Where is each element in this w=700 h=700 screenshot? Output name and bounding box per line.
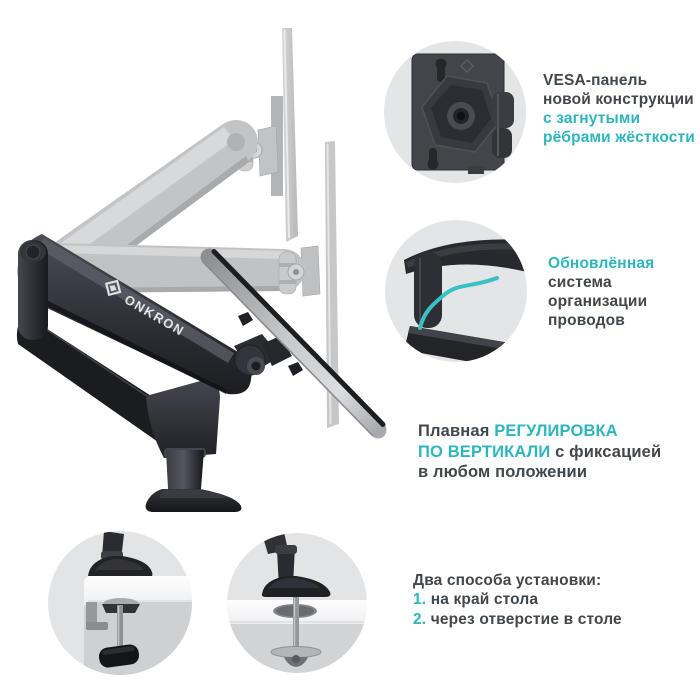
feature-cable-line3: организации: [548, 293, 648, 310]
desk-edge: [84, 576, 192, 606]
clamp-bracket: [86, 602, 97, 628]
inset-vesa: [384, 41, 526, 183]
inset-clamp-mount: [48, 531, 192, 675]
arm-elbow-link: [18, 240, 48, 340]
teal-cable: [418, 276, 499, 330]
monitor-current: [200, 248, 387, 439]
feature-mount-text: Два способа установки: 1. на край стола …: [413, 571, 622, 629]
feature-cable-line4: проводов: [548, 312, 625, 329]
feature-cable-line1: Обновлённая: [548, 255, 655, 272]
vesa-hinge-knuckle: [492, 92, 514, 128]
vesa-plate-logo-emboss: [459, 58, 475, 74]
feature-cable-text: Обновлённая система организации проводов: [548, 254, 654, 330]
feature-mount-title: Два способа установки:: [413, 572, 602, 589]
clamp-screw-rod: [117, 605, 123, 653]
feature-vesa-line1: VESA-панель: [543, 72, 648, 89]
feature-vesa-line4: рёбрами жёсткости: [543, 129, 695, 146]
arm-current-position: ONKRON: [16, 234, 387, 512]
feature-cable-line2: система: [548, 274, 612, 291]
feature-vesa-line3: с загнутыми: [543, 110, 641, 127]
cable-inset-elbow: [414, 252, 442, 328]
feature-mount-item2: 2. через отверстие в столе: [413, 610, 622, 628]
feature-height-line1: Плавная РЕГУЛИРОВКА: [418, 422, 618, 440]
inset-cable-management: [385, 220, 527, 362]
feature-mount-item1: 1. на край стола: [413, 591, 539, 609]
feature-height-line2: ПО ВЕРТИКАЛИ с фиксацией: [418, 442, 662, 461]
feature-vesa-text: VESA-панель новой конструкции с загнутым…: [543, 71, 695, 147]
inset-grommet-mount: [227, 533, 367, 673]
arm-base-post: [166, 450, 204, 489]
brand-icon: [104, 279, 122, 297]
arm-gas-spring: [17, 234, 252, 395]
arm-forearm: [146, 380, 220, 458]
feature-height-text: Плавная РЕГУЛИРОВКА ПО ВЕРТИКАЛИ с фикса…: [418, 421, 661, 483]
grommet-screw-rod: [293, 597, 299, 655]
feature-height-line3: в любом положении: [418, 463, 588, 481]
vesa-joint: [234, 334, 292, 376]
feature-vesa-line2: новой конструкции: [543, 91, 694, 108]
